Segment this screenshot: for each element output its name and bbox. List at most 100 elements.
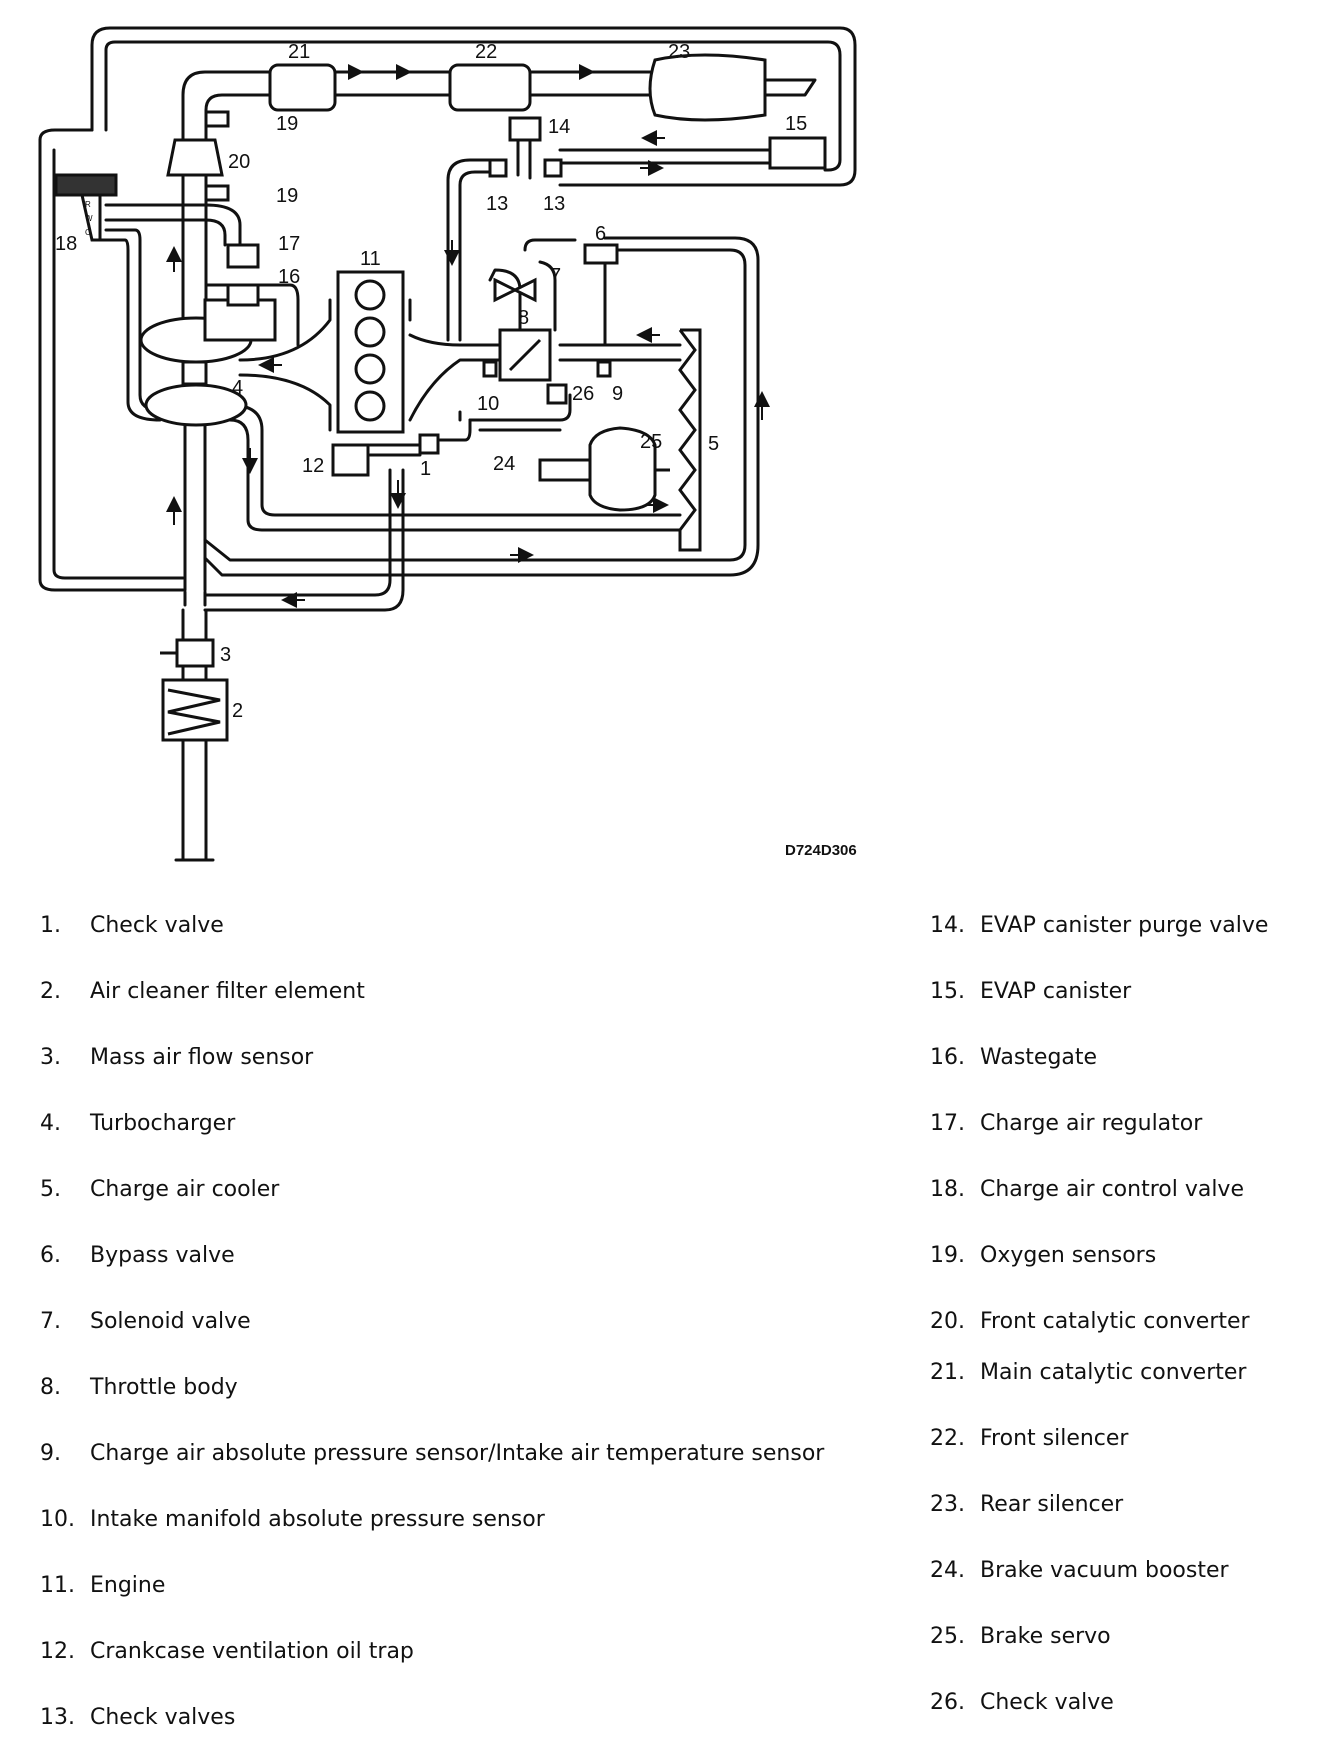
legend-number: 4. (40, 1111, 61, 1136)
legend-number: 11. (40, 1573, 75, 1598)
bypass-valve-shape (583, 243, 619, 265)
callout-20: 20 (228, 151, 250, 173)
legend-label: Check valves (90, 1705, 236, 1730)
legend-label: Charge air absolute pressure sensor/Inta… (90, 1441, 825, 1466)
legend-item: 20.Front catalytic converter (930, 1311, 1250, 1333)
check-valve-26-shape (546, 383, 568, 405)
callout-21: 21 (288, 41, 310, 63)
callout-8: 8 (518, 307, 529, 329)
charge-air-regulator-body (226, 243, 260, 269)
legend-item: 19. Oxygen sensors (930, 1245, 1156, 1267)
charge-air-cooler-shape (678, 328, 702, 552)
exhaust-pipe (181, 70, 817, 322)
drawing-code: D724D306 (785, 842, 857, 859)
legend-number: 15. (930, 979, 965, 1004)
callout-6: 6 (595, 223, 606, 245)
callout-13b: 13 (543, 193, 565, 215)
legend-item: 13. Check valves (40, 1707, 235, 1729)
maf-sensor-box (175, 638, 215, 668)
engine-air-system-diagram: R W C 1 2 3 4 5 6 7 8 9 10 11 12 13 13 1… (38, 26, 857, 862)
legend-label: Engine (90, 1573, 166, 1598)
callout-17: 17 (278, 233, 300, 255)
legend-item: 17. Charge air regulator (930, 1113, 1202, 1135)
wastegate-valve (226, 283, 260, 307)
legend-number: 20. (930, 1309, 965, 1334)
wastegate-body (203, 298, 277, 342)
legend-number: 3. (40, 1045, 61, 1070)
legend-item: 2.Air cleaner filter element (40, 981, 365, 1003)
legend-number: 10. (40, 1507, 75, 1532)
legend-label: Check valve (90, 913, 224, 938)
valve-letter-w: W (85, 214, 93, 223)
legend-number: 24. (930, 1558, 965, 1583)
throttle-plate (508, 338, 542, 372)
legend-item: 14.EVAP canister purge valve (930, 915, 1268, 937)
legend-label: Front silencer (980, 1426, 1129, 1451)
rear-silencer-shape (648, 53, 767, 122)
control-valve-housing (80, 193, 102, 242)
callout-5: 5 (708, 433, 719, 455)
legend-number: 16. (930, 1045, 965, 1070)
legend-label: Check valve (980, 1690, 1114, 1715)
legend-label: Crankcase ventilation oil trap (90, 1639, 414, 1664)
legend-number: 22. (930, 1426, 965, 1451)
legend-label: Brake servo (980, 1624, 1111, 1649)
legend-number: 13. (40, 1705, 75, 1730)
legend-label: Rear silencer (980, 1492, 1124, 1517)
legend-label: Turbocharger (90, 1111, 236, 1136)
legend-number: 1. (40, 913, 61, 938)
front-catalytic-converter-shape (166, 138, 224, 177)
callout-23: 23 (668, 41, 690, 63)
legend-number: 19. (930, 1243, 965, 1268)
legend-label: Mass air flow sensor (90, 1045, 314, 1070)
charge-air-pipe (203, 236, 760, 612)
sensor-9-shape (596, 360, 612, 378)
cylinder-1 (354, 279, 386, 311)
legend-number: 17. (930, 1111, 965, 1136)
callout-16: 16 (278, 266, 300, 288)
valve-letter-r: R (85, 200, 91, 209)
callout-14: 14 (548, 116, 570, 138)
callout-13a: 13 (486, 193, 508, 215)
legend-item: 3. Mass air flow sensor (40, 1047, 313, 1069)
legend-number: 8. (40, 1375, 61, 1400)
legend-label: Charge air regulator (980, 1111, 1203, 1136)
brake-booster-shape (538, 458, 592, 482)
legend-item: 6.Bypass valve (40, 1245, 235, 1267)
legend-label: Brake vacuum booster (980, 1558, 1229, 1583)
legend-item: 26. Check valve (930, 1692, 1114, 1714)
legend-number: 25. (930, 1624, 965, 1649)
legend-number: 26. (930, 1690, 965, 1715)
control-hose-loop (38, 26, 857, 592)
legend-item: 23. Rear silencer (930, 1494, 1123, 1516)
turbo-shaft (181, 360, 208, 386)
callout-15: 15 (785, 113, 807, 135)
crankcase-lines (368, 393, 572, 457)
legend-number: 14. (930, 913, 965, 938)
legend-label: Throttle body (90, 1375, 238, 1400)
oxygen-sensor-top (204, 110, 230, 128)
oil-trap-shape (331, 443, 370, 477)
callout-11: 11 (360, 248, 381, 270)
legend-number: 7. (40, 1309, 61, 1334)
legend-label: Solenoid valve (90, 1309, 251, 1334)
legend-item: 16. Wastegate (930, 1047, 1097, 1069)
legend-number: 23. (930, 1492, 965, 1517)
legend-item: 24. Brake vacuum booster (930, 1560, 1229, 1582)
cylinder-2 (354, 316, 386, 348)
callout-18: 18 (55, 233, 77, 255)
cylinder-4 (354, 390, 386, 422)
solenoid-valve-shape (493, 277, 537, 303)
legend-item: 7. Solenoid valve (40, 1311, 251, 1333)
legend-item: 12.Crankcase ventilation oil trap (40, 1641, 414, 1663)
legend-item: 8. Throttle body (40, 1377, 238, 1399)
legend-label: Air cleaner filter element (90, 979, 365, 1004)
legend-item: 9.Charge air absolute pressure sensor/In… (40, 1443, 824, 1465)
valve-letter-c: C (85, 228, 91, 237)
turbo-turbine (144, 383, 248, 427)
callout-22: 22 (475, 41, 497, 63)
legend-label: Wastegate (980, 1045, 1098, 1070)
callout-26: 26 (572, 383, 594, 405)
brake-servo-shape (588, 426, 657, 512)
legend-label: Oxygen sensors (980, 1243, 1157, 1268)
